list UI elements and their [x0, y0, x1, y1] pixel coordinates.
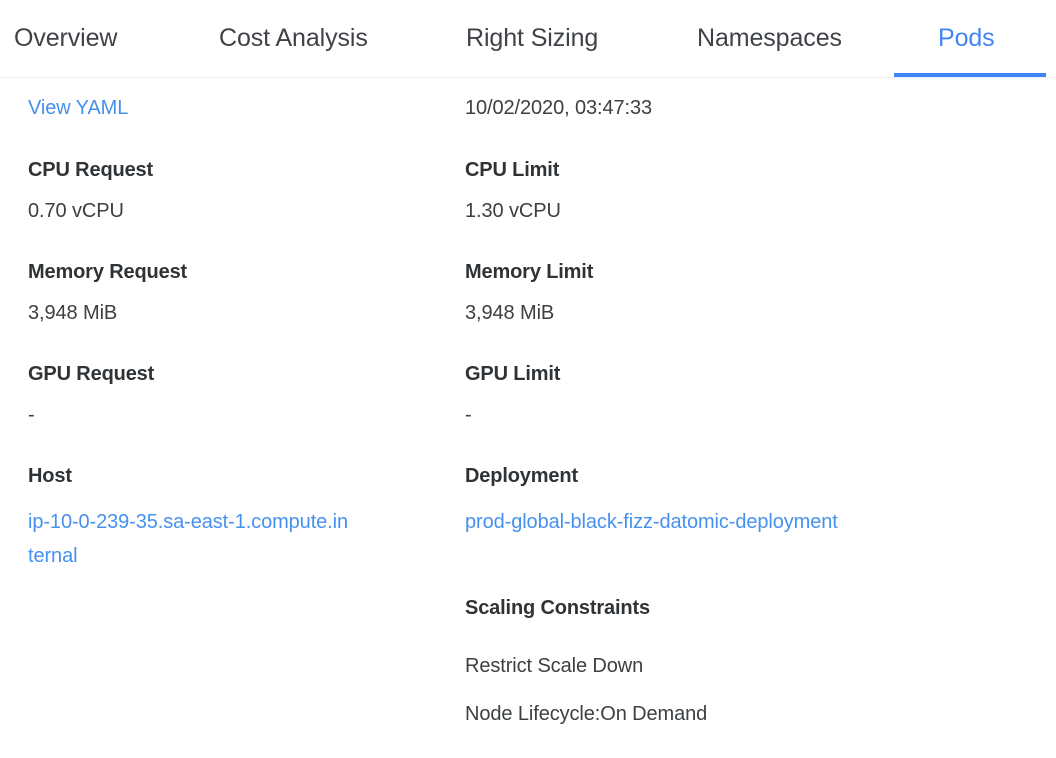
deployment-link[interactable]: prod-global-black-fizz-datomic-deploymen…	[465, 511, 838, 533]
field-host: Host ip-10-0-239-35.sa-east-1.compute.in…	[28, 464, 353, 573]
cpu-request-value: 0.70 vCPU	[28, 200, 124, 222]
timestamp-value: 10/02/2020, 03:47:33	[465, 97, 653, 119]
tab-bar: Overview Cost Analysis Right Sizing Name…	[0, 0, 1056, 78]
scaling-constraints-label: Scaling Constraints	[465, 597, 650, 619]
view-yaml-link[interactable]: View YAML	[28, 97, 129, 119]
tab-cost-analysis-label: Cost Analysis	[219, 24, 368, 52]
tab-namespaces[interactable]: Namespaces	[697, 0, 842, 77]
gpu-request-value: -	[28, 404, 35, 426]
active-tab-underline	[894, 73, 1046, 77]
memory-limit-value: 3,948 MiB	[465, 302, 555, 324]
tab-cost-analysis[interactable]: Cost Analysis	[219, 0, 368, 77]
field-memory-request: Memory Request 3,948 MiB	[28, 260, 187, 325]
tab-right-sizing-label: Right Sizing	[466, 24, 599, 52]
host-value: ip-10-0-239-35.sa-east-1.compute.interna…	[28, 505, 353, 573]
memory-limit-label: Memory Limit	[465, 261, 594, 283]
tab-right-sizing[interactable]: Right Sizing	[466, 0, 598, 77]
host-link[interactable]: ip-10-0-239-35.sa-east-1.compute.interna…	[28, 511, 349, 567]
field-cpu-request: CPU Request 0.70 vCPU	[28, 158, 153, 223]
host-label: Host	[28, 465, 72, 487]
cpu-limit-label: CPU Limit	[465, 159, 560, 181]
tab-namespaces-label: Namespaces	[697, 24, 842, 52]
field-gpu-request: GPU Request -	[28, 362, 154, 427]
gpu-limit-value: -	[465, 404, 472, 426]
scaling-constraint-row: Node Lifecycle:On Demand	[465, 703, 708, 725]
gpu-limit-label: GPU Limit	[465, 363, 561, 385]
field-cpu-limit: CPU Limit 1.30 vCPU	[465, 158, 561, 223]
gpu-request-label: GPU Request	[28, 363, 155, 385]
tab-overview[interactable]: Overview	[14, 0, 117, 77]
tab-pods-label: Pods	[938, 24, 995, 52]
field-scaling-constraints: Scaling Constraints Restrict Scale Down …	[465, 596, 707, 726]
field-deployment: Deployment prod-global-black-fizz-datomi…	[465, 464, 843, 539]
tab-overview-label: Overview	[14, 24, 118, 52]
cpu-request-label: CPU Request	[28, 159, 154, 181]
scaling-constraint-row: Restrict Scale Down	[465, 655, 644, 677]
memory-request-value: 3,948 MiB	[28, 302, 118, 324]
memory-request-label: Memory Request	[28, 261, 188, 283]
cpu-limit-value: 1.30 vCPU	[465, 200, 561, 222]
deployment-value: prod-global-black-fizz-datomic-deploymen…	[465, 505, 843, 539]
field-view-yaml: View YAML	[28, 96, 128, 120]
tab-pods[interactable]: Pods	[938, 0, 995, 77]
field-memory-limit: Memory Limit 3,948 MiB	[465, 260, 593, 325]
deployment-label: Deployment	[465, 465, 578, 487]
view-yaml-value: View YAML	[28, 96, 128, 120]
pod-detail-panel: View YAML CPU Request 0.70 vCPU Memory R…	[0, 78, 1056, 758]
field-timestamp: 10/02/2020, 03:47:33	[465, 96, 652, 120]
field-gpu-limit: GPU Limit -	[465, 362, 560, 427]
